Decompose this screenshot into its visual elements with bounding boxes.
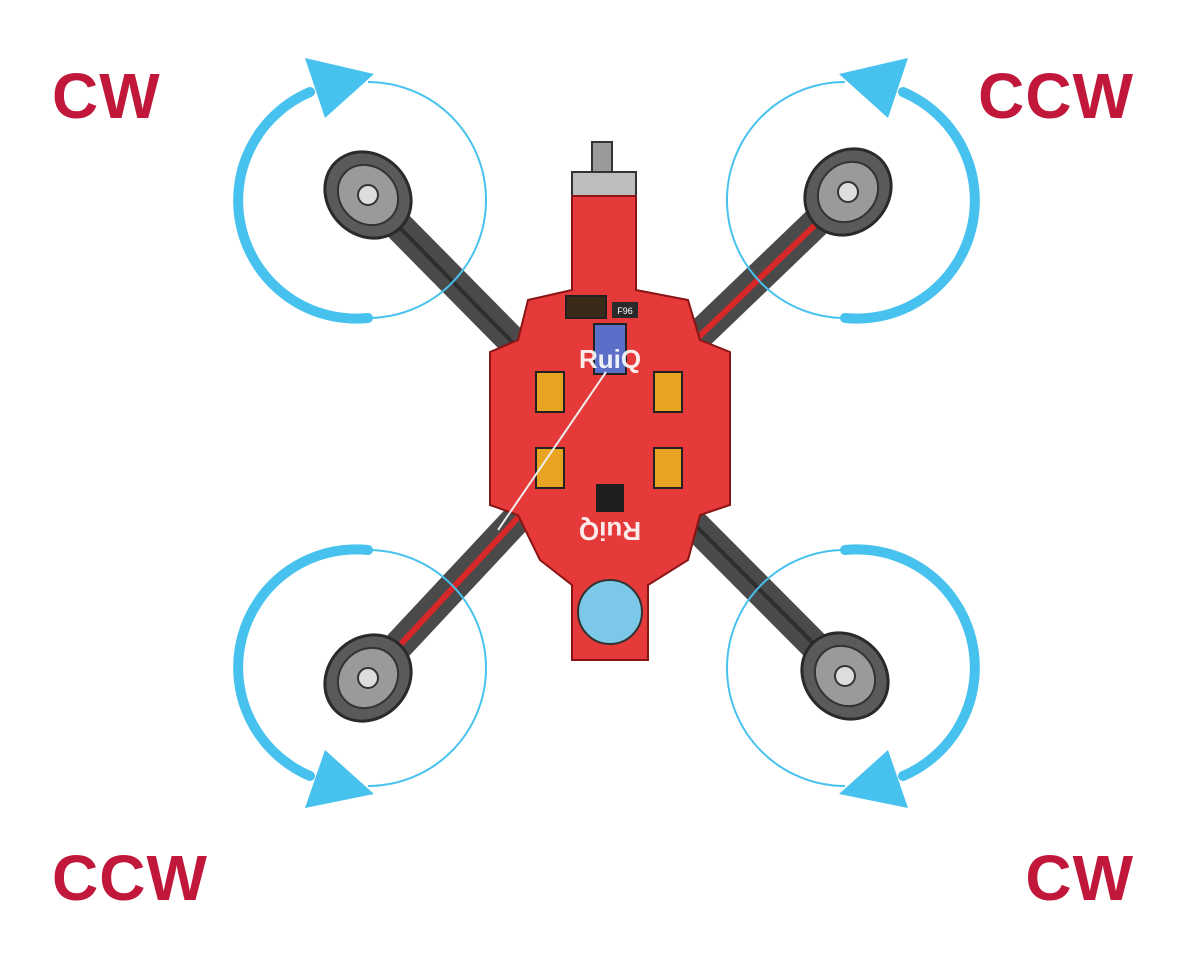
rotation-label-top-left: CW (52, 60, 161, 132)
logo-bottom: RuiQ (579, 516, 641, 546)
esc-connector-2 (653, 371, 683, 413)
rotation-arrows (233, 58, 980, 808)
rotation-label-bottom-left: CCW (52, 842, 208, 914)
rotation-arrow-bottom-right (726, 544, 980, 808)
rotation-arrow-bottom-left (233, 544, 487, 808)
antenna-mount (571, 141, 637, 197)
sensor-disc (577, 579, 643, 645)
rotation-arrow-top-right (726, 58, 980, 324)
arm-stripe-top-left (398, 226, 522, 352)
chip-label: F96 (617, 306, 633, 316)
antenna-wire (497, 371, 607, 531)
xt-connector (565, 295, 607, 319)
motors (323, 147, 893, 723)
arm-stripe-bottom-left (397, 507, 528, 648)
esc-connector-1 (535, 371, 565, 413)
logo-top: RuiQ (579, 344, 641, 374)
arm-stripe-top-right (677, 222, 818, 358)
rotation-label-top-right: CCW (978, 60, 1134, 132)
pcb-outline (489, 195, 731, 661)
flight-controller-board: F96 RuiQ RuiQ (489, 195, 731, 661)
motor-top-right (803, 147, 893, 237)
chip-f96 (612, 302, 638, 318)
motor-bottom-left (323, 633, 413, 723)
esc-connector-4 (653, 447, 683, 489)
pin-header (596, 484, 624, 512)
receiver-module (593, 323, 627, 375)
rotation-arrow-top-left (233, 58, 487, 324)
arm-stripe-bottom-right (678, 508, 817, 647)
motor-bottom-right (800, 631, 890, 721)
rotation-label-bottom-right: CW (1025, 842, 1134, 914)
motor-top-left (323, 150, 413, 240)
